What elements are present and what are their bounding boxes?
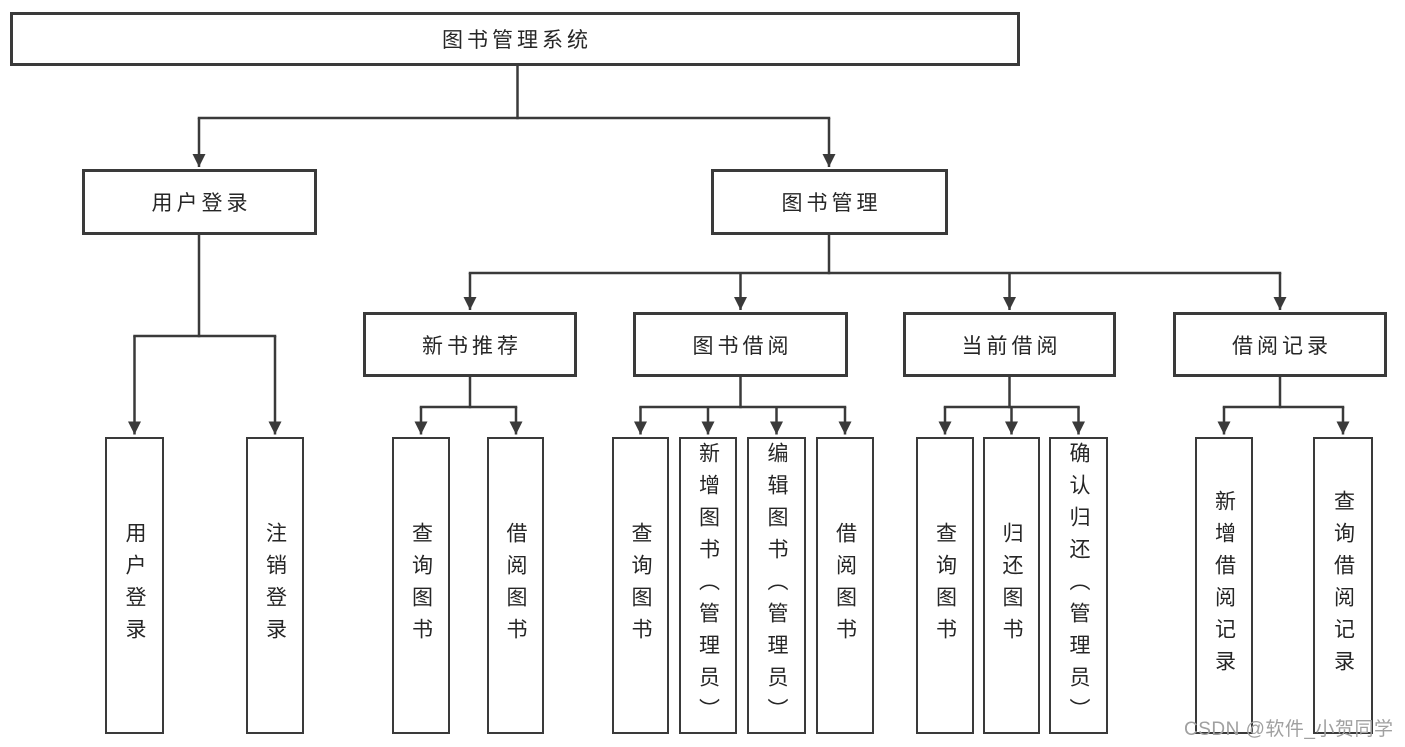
leaf-confirm-return-admin-label: 确认归还（管理员） bbox=[1067, 441, 1090, 730]
leaf-confirm-return-admin: 确认归还（管理员） bbox=[1049, 437, 1108, 734]
leaf-add-book-admin-label: 新增图书（管理员） bbox=[696, 441, 720, 730]
leaf-edit-book-admin-label: 编辑图书（管理员） bbox=[765, 441, 788, 730]
leaf-add-borrow-record: 新增借阅记录 bbox=[1195, 437, 1253, 734]
node-new-book-recommend: 新书推荐 bbox=[363, 312, 577, 377]
node-book-management-label: 图书管理 bbox=[781, 192, 882, 215]
node-root-label: 图书管理系统 bbox=[442, 29, 592, 52]
leaf-query-books-current-label: 查询图书 bbox=[933, 521, 957, 650]
leaf-query-books-borrow: 查询图书 bbox=[612, 437, 669, 734]
connector-root-to-level2 bbox=[192, 66, 836, 167]
connector-new-book-recommend-to-leaves bbox=[414, 377, 523, 435]
leaf-query-borrow-record: 查询借阅记录 bbox=[1313, 437, 1373, 734]
leaf-user-login: 用户登录 bbox=[105, 437, 164, 734]
node-root: 图书管理系统 bbox=[10, 12, 1020, 66]
leaf-logout: 注销登录 bbox=[246, 437, 304, 734]
leaf-return-book: 归还图书 bbox=[983, 437, 1040, 734]
leaf-query-books-recommend: 查询图书 bbox=[392, 437, 450, 734]
leaf-return-book-label: 归还图书 bbox=[1000, 521, 1023, 650]
leaf-logout-label: 注销登录 bbox=[263, 521, 287, 650]
node-book-borrow-label: 图书借阅 bbox=[692, 334, 793, 358]
connector-current-borrow-to-leaves bbox=[938, 377, 1085, 435]
node-borrow-records-label: 借阅记录 bbox=[1232, 334, 1332, 358]
node-book-borrow: 图书借阅 bbox=[633, 312, 848, 377]
connector-borrow-records-to-leaves bbox=[1217, 377, 1350, 435]
node-borrow-records: 借阅记录 bbox=[1173, 312, 1387, 377]
leaf-add-borrow-record-label: 新增借阅记录 bbox=[1212, 489, 1236, 682]
node-user-login: 用户登录 bbox=[82, 169, 317, 235]
connector-user-login-to-leaves bbox=[128, 235, 282, 435]
node-book-management: 图书管理 bbox=[711, 169, 948, 235]
node-current-borrow: 当前借阅 bbox=[903, 312, 1116, 377]
leaf-query-books-current: 查询图书 bbox=[916, 437, 974, 734]
leaf-edit-book-admin: 编辑图书（管理员） bbox=[747, 437, 806, 734]
node-user-login-label: 用户登录 bbox=[151, 192, 252, 215]
leaf-query-books-recommend-label: 查询图书 bbox=[409, 521, 433, 650]
connector-book-borrow-to-leaves bbox=[634, 377, 852, 435]
node-new-book-recommend-label: 新书推荐 bbox=[422, 334, 522, 358]
connector-book-management-to-level3 bbox=[463, 235, 1287, 310]
node-current-borrow-label: 当前借阅 bbox=[961, 334, 1062, 358]
leaf-user-login-label: 用户登录 bbox=[123, 521, 146, 650]
leaf-borrow-books-borrow-label: 借阅图书 bbox=[833, 521, 857, 650]
leaf-add-book-admin: 新增图书（管理员） bbox=[679, 437, 737, 734]
leaf-borrow-books-borrow: 借阅图书 bbox=[816, 437, 874, 734]
csdn-watermark: CSDN @软件_小贺同学 bbox=[1184, 719, 1394, 740]
leaf-query-borrow-record-label: 查询借阅记录 bbox=[1331, 489, 1355, 682]
leaf-borrow-books-recommend: 借阅图书 bbox=[487, 437, 544, 734]
leaf-query-books-borrow-label: 查询图书 bbox=[629, 521, 652, 650]
leaf-borrow-books-recommend-label: 借阅图书 bbox=[504, 521, 527, 650]
